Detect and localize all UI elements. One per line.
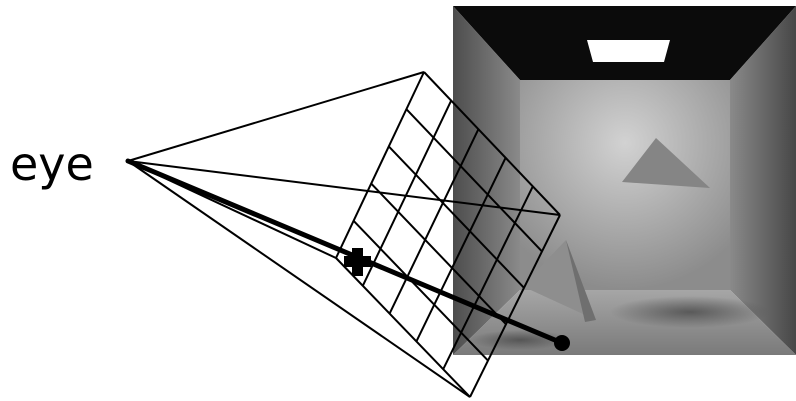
- frustum-ray-top: [128, 72, 424, 161]
- filled-circle-icon: [554, 335, 570, 351]
- image-plane-column-line: [363, 101, 451, 286]
- eye-label: eye: [10, 137, 94, 191]
- floor-shadow: [610, 296, 770, 328]
- ceiling-light: [587, 40, 670, 62]
- rendered-room-scene: [453, 6, 796, 355]
- image-plane-column-line: [336, 72, 424, 258]
